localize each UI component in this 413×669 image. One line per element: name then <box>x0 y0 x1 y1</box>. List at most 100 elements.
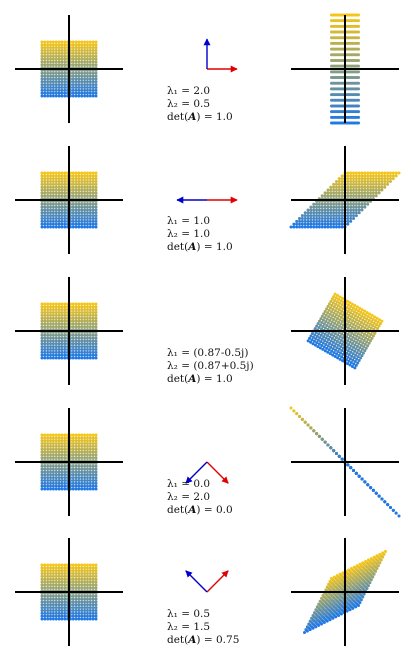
row-5-original-point <box>49 617 53 621</box>
row-3-original-point <box>54 313 58 317</box>
row-5-original-point <box>94 611 98 615</box>
row-3-original-point <box>74 339 78 343</box>
row-5-transformed-point <box>368 581 372 585</box>
row-2-transformed-point <box>303 219 307 223</box>
row-1-original-point <box>74 49 78 53</box>
row-5-original-point <box>43 569 47 573</box>
row-2-transformed-point <box>340 205 344 209</box>
row-1-original-point <box>40 46 44 50</box>
row-1-original-point <box>71 94 75 98</box>
row-5-original-point <box>74 617 78 621</box>
row-3-transformed-point <box>348 334 352 338</box>
row-3-original-point <box>57 316 61 320</box>
row-3-original-point <box>43 319 47 323</box>
row-2-original-point <box>74 171 78 175</box>
row-3-transformed-point <box>358 339 362 343</box>
row-5-original-point <box>46 606 50 610</box>
row-1-original-point <box>80 57 84 61</box>
row-5-original-point <box>80 614 84 618</box>
row-2-original-point <box>60 180 64 184</box>
row-2-original-point <box>40 174 44 178</box>
row-5-original-point <box>57 563 61 567</box>
row-2-transformed-point <box>315 214 319 218</box>
row-5-original-point <box>54 594 58 598</box>
row-4-eigenvector-2-arrow <box>185 461 208 484</box>
row-4-original-point <box>88 442 92 446</box>
row-3-original-point <box>43 316 47 320</box>
row-1-original-point <box>46 43 50 47</box>
row-5-original-point <box>43 611 47 615</box>
row-5-original-point <box>43 586 47 590</box>
row-2-transformed-point <box>332 205 336 209</box>
row-3-original-point <box>46 345 50 349</box>
row-4-original-point <box>74 487 78 491</box>
row-2-original-point <box>71 208 75 212</box>
row-3-original-point <box>57 319 61 323</box>
row-2-original-point <box>80 214 84 218</box>
row-3-transformed-point <box>356 315 360 319</box>
row-1-original-point <box>46 71 50 75</box>
row-2-original-point <box>51 219 55 223</box>
row-3-transformed-point <box>334 319 338 323</box>
row-5-original-point <box>57 614 61 618</box>
row-2-transformed-point <box>340 214 344 218</box>
row-3-transformed-point <box>367 318 371 322</box>
row-3-transformed-point <box>318 336 322 340</box>
row-4-original-point <box>91 453 95 457</box>
row-1-original-point <box>88 85 92 89</box>
row-5-transformed-point <box>365 586 369 590</box>
row-2-original-point <box>77 185 81 189</box>
row-4-original-point <box>63 442 67 446</box>
row-3-original-point <box>60 345 64 349</box>
row-1-original-point <box>60 43 64 47</box>
row-2-transformed-point <box>386 180 390 184</box>
row-4-original-point <box>54 450 58 454</box>
row-2-transformed-point <box>369 185 373 189</box>
row-3-original-point <box>80 345 84 349</box>
row-4-original-point <box>88 481 92 485</box>
row-1-original-point <box>85 80 89 84</box>
row-3-transformed-point <box>348 317 352 321</box>
row-3-transformed-point <box>335 352 339 356</box>
row-1-original-point <box>85 40 89 44</box>
row-3-original-point <box>80 313 84 317</box>
row-3-transformed-point <box>349 311 353 315</box>
row-2-transformed-point <box>315 222 319 226</box>
row-2-original-point <box>57 182 61 186</box>
row-3-original-point <box>88 305 92 309</box>
row-4-original-point <box>51 473 55 477</box>
row-2-transformed-point <box>306 208 310 212</box>
row-5-original-point <box>63 597 67 601</box>
row-4-original-point <box>94 436 98 440</box>
row-5-original-point <box>60 569 64 573</box>
row-2-transformed-point <box>329 219 333 223</box>
row-3-original-point <box>71 339 75 343</box>
row-5-original-point <box>85 614 89 618</box>
row-2-original-point <box>71 171 75 175</box>
row-1-original-point <box>88 54 92 58</box>
row-3-transformed-point <box>361 351 365 355</box>
row-1-original-point <box>43 40 47 44</box>
row-2-original-point <box>74 188 78 192</box>
row-4-original-point <box>54 439 58 443</box>
row-1-original-point <box>80 63 84 67</box>
row-3-transformed-point <box>362 338 366 342</box>
row-2-transformed-point <box>320 194 324 198</box>
row-1-original-point <box>71 60 75 64</box>
row-4-original-point <box>43 478 47 482</box>
row-2-original-point <box>77 174 81 178</box>
row-3-original-point <box>91 333 95 337</box>
row-3-transformed-point <box>336 310 340 314</box>
row-3-transformed-point <box>321 331 325 335</box>
row-1-original-point <box>94 83 98 87</box>
row-5-original-point <box>71 572 75 576</box>
row-2-transformed-point <box>360 177 364 181</box>
row-4-original-point <box>94 481 98 485</box>
row-1-original-point <box>71 51 75 55</box>
row-3-transformed-point <box>353 343 357 347</box>
row-4-original-point <box>77 473 81 477</box>
row-1-original-point <box>74 74 78 78</box>
row-3-transformed-point <box>329 316 333 320</box>
row-2-transformed-point <box>315 216 319 220</box>
row-5-original-point <box>46 577 50 581</box>
